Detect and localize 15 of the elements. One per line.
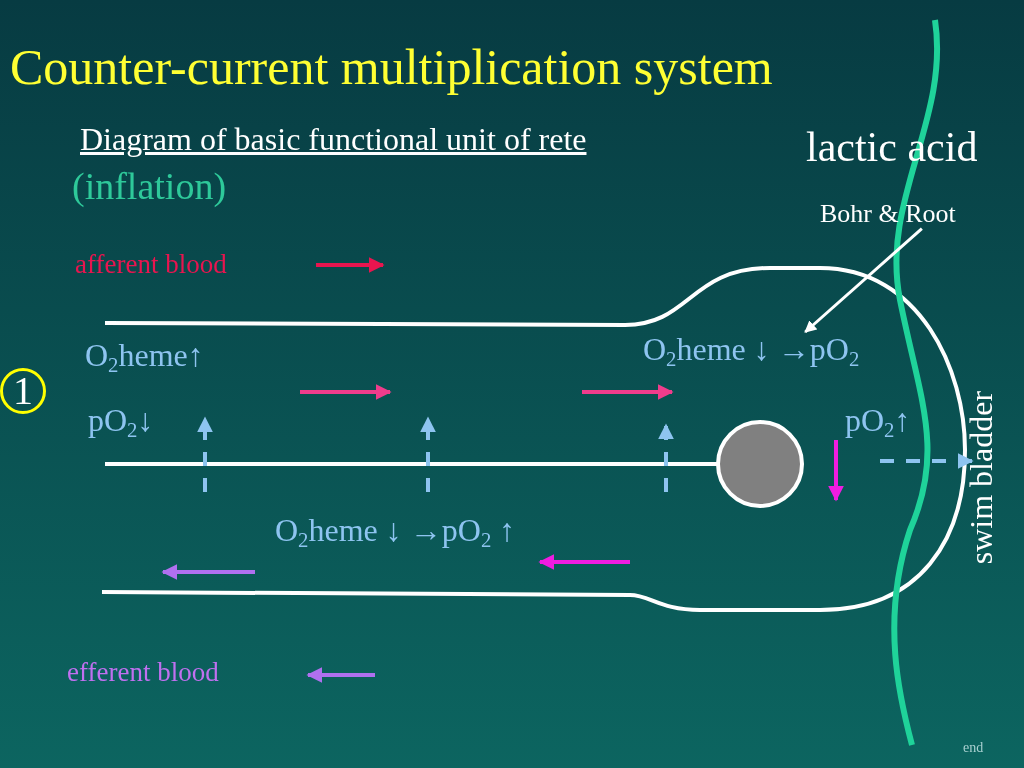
annotation: Bohr & Root <box>820 200 956 229</box>
flow-label: efferent blood <box>67 658 219 688</box>
flow-label: afferent blood <box>75 250 227 280</box>
slide-title: Counter-current multiplication system <box>10 40 773 95</box>
step-number: 1 <box>0 368 46 414</box>
region-label: swim bladder <box>964 390 1000 565</box>
subtitle: Diagram of basic functional unit of rete <box>80 122 587 158</box>
oxygen-label: O$_{2}$heme ↓ →pO$_{2}$ <box>643 332 860 372</box>
subtitle-note: (inflation) <box>72 166 227 208</box>
oxygen-label: O$_{2}$heme↑ <box>85 338 204 378</box>
oxygen-label: pO$_{2}$↓ <box>88 403 154 443</box>
oxygen-label: O$_{2}$heme ↓ →pO$_{2}$ ↑ <box>275 513 516 553</box>
footer-text: end <box>963 740 984 756</box>
leader-arrow <box>804 227 923 334</box>
oxygen-label: pO$_{2}$↑ <box>845 403 911 443</box>
